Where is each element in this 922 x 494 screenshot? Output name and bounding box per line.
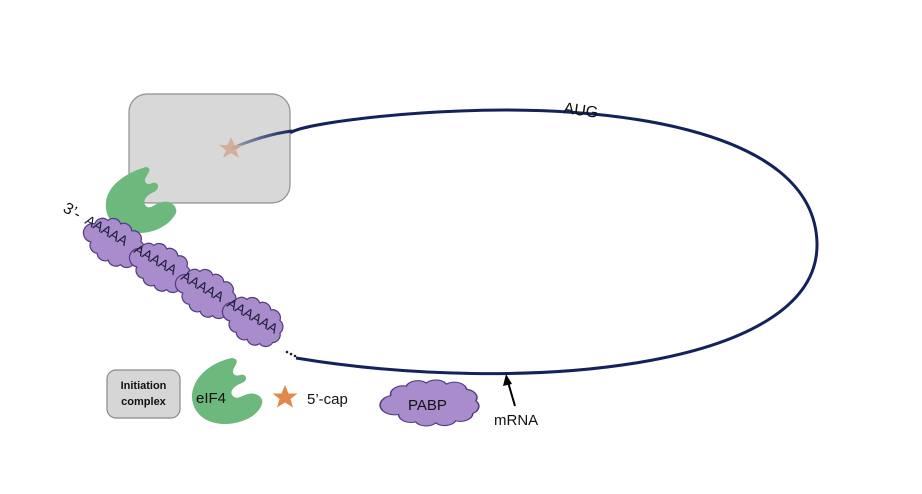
initiation-complex	[128, 93, 291, 204]
legend-eif4-label: eIF4	[196, 390, 226, 407]
legend-initiation-box	[106, 369, 181, 419]
legend-pabp-label: PABP	[408, 397, 447, 414]
cap-star-icon	[219, 137, 243, 158]
three-prime-label: 3’-	[60, 200, 84, 224]
legend-initiation-line1: Initiation	[121, 380, 167, 392]
legend-initiation-line2: complex	[121, 396, 167, 408]
legend-eif4-icon	[191, 358, 263, 424]
aug-label: AUG	[562, 100, 599, 122]
tail-dots	[285, 350, 297, 358]
legend-cap-star-icon	[272, 385, 298, 408]
mrna-label: mRNA	[494, 412, 538, 429]
mrna-loop	[289, 108, 819, 376]
arrow-head-icon	[503, 374, 512, 386]
legend-cap-label: 5’-cap	[307, 391, 348, 408]
eif4-bound-icon	[105, 167, 177, 234]
mrna-arrow	[507, 381, 516, 407]
